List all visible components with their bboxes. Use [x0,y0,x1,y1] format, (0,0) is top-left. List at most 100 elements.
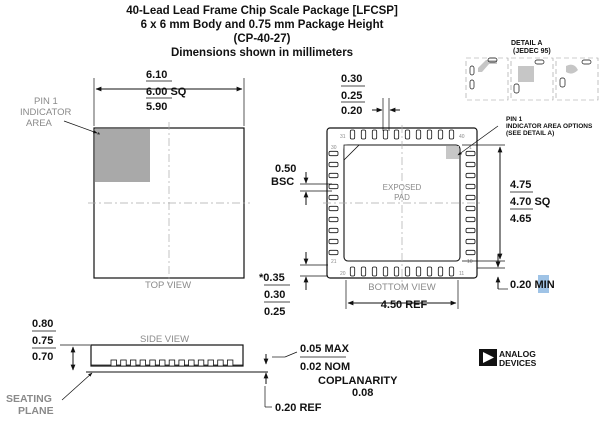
lead-pad-bottom [448,266,455,277]
min-clearance-word: MIN [534,279,554,291]
lead-pad-bottom [426,266,433,277]
lead-pad-left [328,216,339,223]
height-min: 0.70 [32,351,53,363]
lead-pad-bottom [349,266,356,277]
standoff-nom: 0.02 NOM [300,361,350,373]
lead-pad-right [465,216,476,223]
lead-length-min: 0.25 [264,306,285,318]
lead-length-max: *0.35 [259,272,285,284]
height-nom: 0.75 [32,335,53,347]
bottom-view: EXPOSED PAD PIN 1 INDICATOR AREA OPTIONS… [259,73,593,318]
lead-pad-top [437,129,444,140]
side-lead [120,359,127,367]
detail-a-option-1 [465,57,509,101]
lead-pad-left [328,183,339,190]
lead-pad-right [465,194,476,201]
title-line-1: 40-Lead Lead Frame Chip Scale Package [L… [126,5,398,17]
title-line-2: 6 x 6 mm Body and 0.75 mm Package Height [141,19,384,31]
detail-a-subtitle: (JEDEC 95) [513,48,551,55]
lead-width-max: 0.30 [341,73,362,85]
height-max: 0.80 [32,318,53,330]
pin1-label-2: INDICATOR [20,107,72,118]
detail-a-title: DETAIL A [511,40,542,47]
side-lead [168,359,176,367]
pin-num-1: 1 [469,145,472,151]
lead-pad-right [465,150,476,157]
pin1-label-1: PIN 1 [34,96,58,107]
pin-num-11: 11 [459,271,464,277]
coplanarity-label: COPLANARITY [318,375,398,387]
lead-pad-left [328,150,339,157]
lead-pad-right [465,227,476,234]
lead-pad-right [465,205,476,212]
side-view-label: SIDE VIEW [140,334,189,345]
lead-pad-left [328,172,339,179]
pin-num-30: 30 [331,145,337,151]
side-lead [110,359,117,367]
lead-width-nom: 0.25 [341,90,362,102]
top-dim-max: 6.10 [146,69,167,81]
top-view: * 6.10 6.00 SQ 5.90 PIN 1 INDICATOR AREA… [20,69,250,291]
pin-num-10: 10 [467,259,473,265]
lead-pad-right [465,183,476,190]
side-lead [188,359,195,367]
lead-pad-right [465,161,476,168]
pin-num-21: 21 [331,259,337,265]
pad-size-nom: 4.70 SQ [510,196,551,208]
side-lead [149,359,156,367]
lead-pad-top [448,129,455,140]
lead-pads [328,129,476,277]
pad-pin1-chamfer [343,144,360,161]
lead-pad-bottom [360,266,367,277]
lead-pad-left [328,227,339,234]
top-view-label: TOP VIEW [145,280,191,291]
lead-pad-bottom [415,266,422,277]
side-lead [178,359,185,367]
lead-pad-left [328,194,339,201]
lead-pad-right [465,249,476,256]
lead-pad-top [382,129,389,140]
lead-pad-top [349,129,356,140]
side-lead [129,359,137,367]
title-line-3: (CP-40-27) [234,33,291,45]
lead-pad-top [393,129,400,140]
side-lead [139,359,147,367]
min-highlight [538,275,549,293]
side-lead [159,359,166,367]
lead-pad-bottom [382,266,389,277]
lead-pad-bottom [371,266,378,277]
top-dim-nom: 6.00 SQ [146,86,187,98]
bottom-ref-dim: 4.50 REF [381,299,428,311]
bottom-view-label: BOTTOM VIEW [368,282,435,293]
detail-a-option-3 [555,57,599,101]
lead-pad-left [328,238,339,245]
side-view-body [90,344,244,367]
logo-line-2: DEVICES [499,358,537,368]
lead-pad-bottom [404,266,411,277]
lead-pad-top [360,129,367,140]
side-view: SIDE VIEW 0.80 0.75 0.70 SEATING PLANE 0… [6,318,398,417]
pin1-label-3: AREA [26,118,53,129]
min-clearance-value: 0.20 [510,279,534,291]
title-line-4: Dimensions shown in millimeters [171,47,353,59]
pad-size-min: 4.65 [510,213,531,225]
pin-num-31: 31 [340,134,346,140]
lead-pad-top [426,129,433,140]
min-clearance: 0.20 MIN [510,279,555,291]
lead-pad-left [328,249,339,256]
side-ref-dim: 0.20 REF [275,402,322,414]
lead-pad-right [465,172,476,179]
seating-plane-2: PLANE [18,405,54,417]
lead-pad-top [415,129,422,140]
standoff-max: 0.05 MAX [300,343,350,355]
pin1-options-2: INDICATOR AREA OPTIONS [506,123,593,130]
exposed-pad-label-1: EXPOSED [383,183,422,192]
detail-a: DETAIL A (JEDEC 95) [465,40,599,101]
analog-devices-logo: ANALOG DEVICES [479,349,537,368]
pin1-options-3: (SEE DETAIL A) [506,130,554,137]
pitch-value: 0.50 [275,163,296,175]
lead-pad-top [404,129,411,140]
lead-pad-right [465,238,476,245]
side-lead [217,359,224,367]
